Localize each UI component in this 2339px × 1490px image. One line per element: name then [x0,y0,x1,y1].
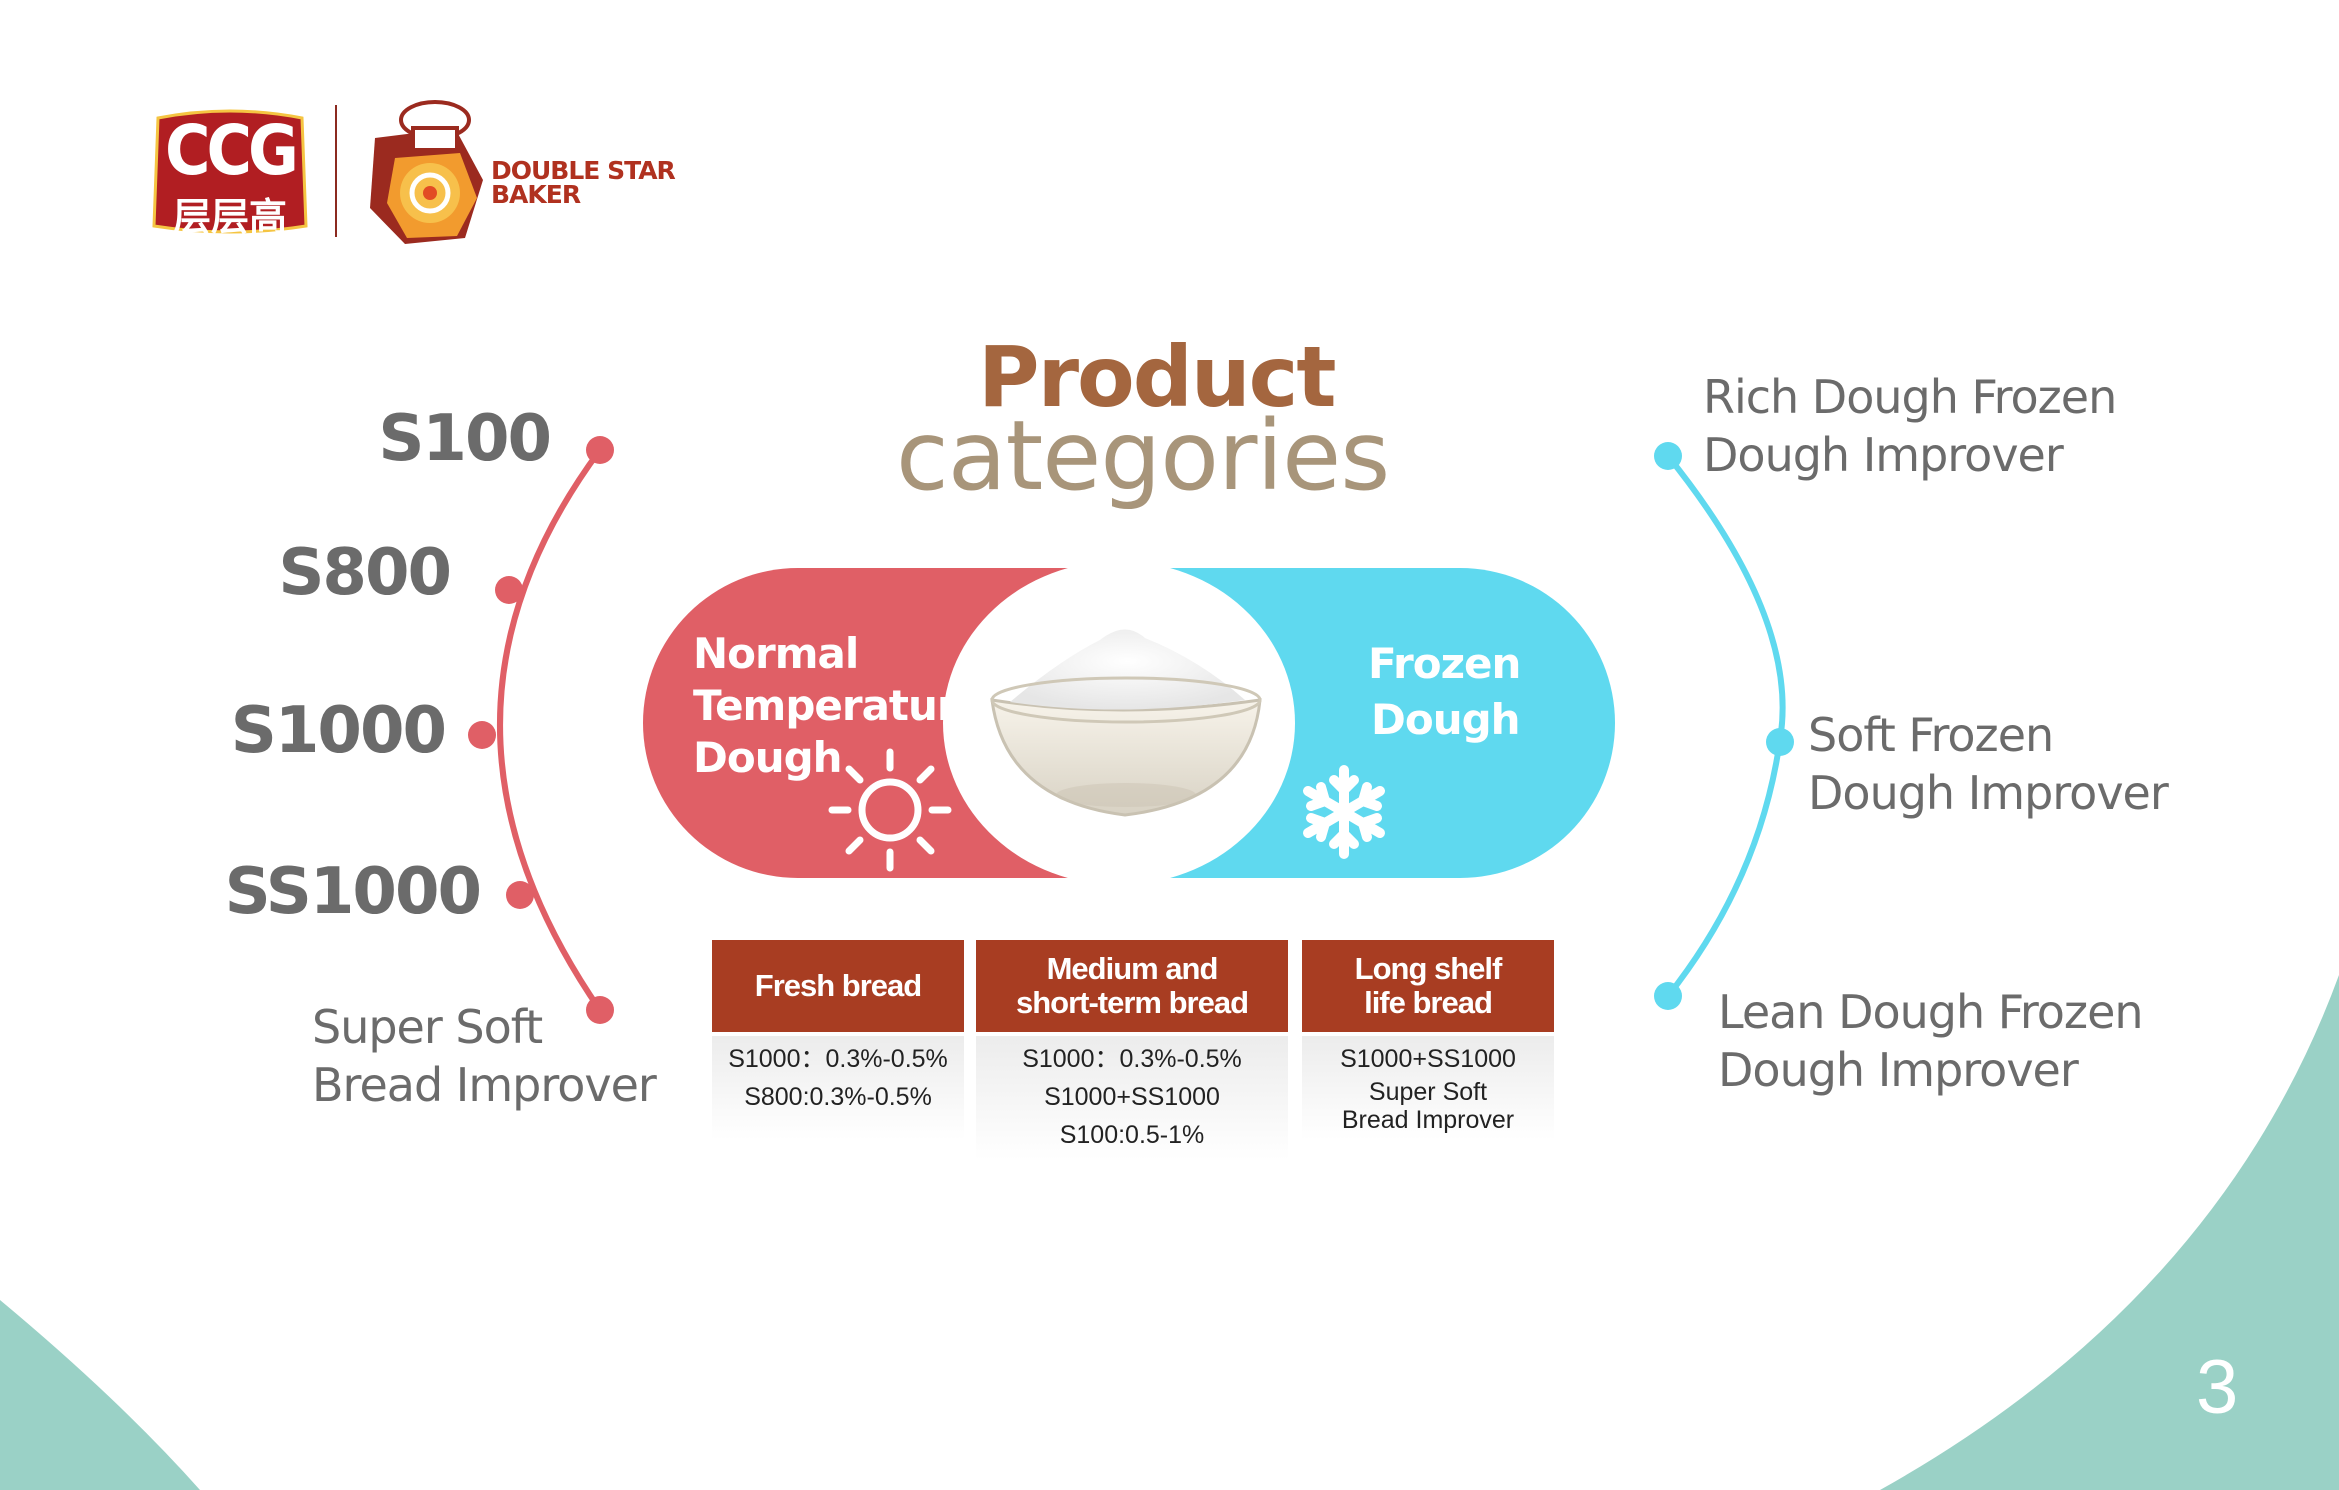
ccg-logo: CCG 层层高 [150,108,310,239]
normal-dough-label-line1: Normal [693,629,859,678]
product-s800: S800 [278,536,452,610]
bottom-left-arc [0,1300,200,1490]
arc-dot-super-soft [586,996,614,1024]
baker-logo-line2: BAKER [491,180,581,209]
table-cell: S1000+SS1000 [1044,1083,1220,1111]
arc-dot-ss1000 [506,881,534,909]
arc-dot-s1000 [468,721,496,749]
table-cell: S1000：0.3%-0.5% [1022,1045,1242,1073]
arc-dot-lean [1654,982,1682,1010]
bottom-right-arc [1880,975,2339,1490]
table-col-medium-term: S1000：0.3%-0.5% S1000+SS1000 S100:0.5-1% [976,1036,1288,1160]
title-product: Product [978,328,1337,426]
table-cell: S1000+SS1000 [1340,1045,1516,1073]
table-cell: S100:0.5-1% [1059,1121,1205,1149]
baker-logo-line1: DOUBLE STAR [491,156,676,185]
normal-dough-arc [468,436,614,1024]
frozen-dough-arc [1654,442,1794,1010]
table-cell: S800:0.3%-0.5% [744,1083,932,1111]
product-s100: S100 [378,402,552,476]
product-super-soft-line2: Bread Improver [312,1058,657,1112]
product-super-soft-line1: Super Soft [312,1000,543,1054]
frozen-dough-label-line1: Frozen [1368,639,1521,688]
ccg-logo-shape [152,109,308,234]
arc-dot-rich [1654,442,1682,470]
arc-dot-s800 [495,576,523,604]
table-head-fresh-bread: Fresh bread [712,940,964,1032]
table-cell: Super Soft [1368,1078,1488,1106]
snowflake-icon [1303,765,1385,859]
title-categories: categories [896,400,1390,512]
table-head-long-shelf: Long shelf life bread [1302,940,1554,1032]
double-star-baker-logo: DOUBLE STAR BAKER [365,98,676,248]
frozen-rich-line2: Dough Improver [1703,428,2064,482]
logo-divider [335,105,337,237]
baker-chef-icon [370,100,483,244]
table-cell: S1000：0.3%-0.5% [728,1045,948,1073]
normal-dough-label-line3: Dough [693,733,843,782]
arc-dot-s100 [586,436,614,464]
arc-dot-soft [1766,728,1794,756]
product-s1000: S1000 [230,694,447,768]
frozen-rich-line1: Rich Dough Frozen [1703,370,2117,424]
page-number: 3 [2196,1345,2239,1430]
sun-icon [828,748,952,872]
table-col-long-shelf: S1000+SS1000 Super Soft Bread Improver [1302,1036,1554,1140]
frozen-soft-line1: Soft Frozen [1808,708,2054,762]
normal-dough-label-line2: Temperature [693,681,985,730]
frozen-lean-line2: Dough Improver [1718,1043,2079,1097]
ccg-logo-text: CCG [165,110,299,191]
table-col-fresh-bread: S1000：0.3%-0.5% S800:0.3%-0.5% [712,1036,964,1140]
frozen-soft-line2: Dough Improver [1808,766,2169,820]
table-cell: Bread Improver [1341,1106,1515,1134]
frozen-lean-line1: Lean Dough Frozen [1718,985,2144,1039]
table-head-medium-term: Medium and short-term bread [976,940,1288,1032]
frozen-dough-label-line2: Dough [1371,695,1521,744]
ccg-logo-chinese: 层层高 [172,195,287,239]
product-ss1000: SS1000 [224,855,482,929]
powder-bowl-image [990,629,1262,817]
